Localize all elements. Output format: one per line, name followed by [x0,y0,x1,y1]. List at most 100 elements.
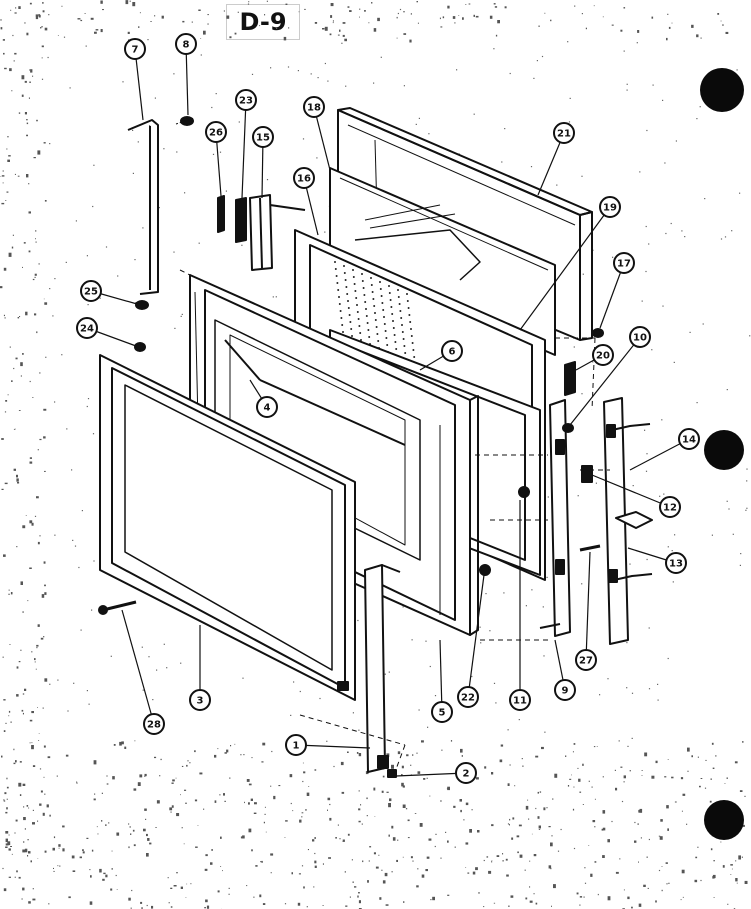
speckle [410,856,413,859]
speckle [339,29,341,32]
speckle [240,754,242,756]
speckle [595,482,597,484]
perforation-dot [392,320,394,322]
speckle [0,27,3,30]
speckle [463,819,465,821]
speckle [359,8,361,10]
callout-label: 2 [463,769,470,780]
speckle [467,872,470,874]
speckle [88,703,90,705]
speckle [627,896,630,900]
speckle [634,821,636,824]
speckle [340,761,344,766]
perforation-dot [353,283,356,285]
speckle [686,823,688,825]
callout-bubble [629,326,651,348]
speckle [486,856,489,858]
speckle [720,841,722,843]
perforation-dot [401,331,404,333]
speckle [347,6,350,8]
speckle [174,327,176,329]
speckle [54,534,56,536]
leader-line-12 [591,474,671,508]
speckle [726,500,728,502]
speckle [224,752,227,754]
speckle [44,302,48,305]
speckle [5,400,8,402]
speckle [657,683,659,685]
speckle [641,770,643,771]
speckle [39,768,42,770]
leader-lines [86,43,690,777]
binder-hole [704,430,744,470]
callout-4: 4 [256,396,278,418]
callout-label: 14 [682,435,696,446]
speckle [550,842,553,847]
speckle [347,751,349,753]
speckle [524,869,526,871]
speckle [41,594,45,598]
speckle [328,857,331,859]
callout-bubble [80,280,102,302]
speckle [3,554,6,557]
speckle [225,190,227,192]
speckle [556,184,558,186]
speckle [657,699,659,701]
speckle [24,80,27,83]
speckle [86,837,89,839]
speckle [92,205,94,208]
speckle [720,20,722,22]
speckle [31,522,34,526]
speckle [34,658,36,661]
perforation-dot [358,325,361,327]
speckle [173,885,177,887]
speckle [198,9,201,11]
speckle [615,871,619,874]
speckle [681,810,683,812]
speckle [445,831,447,833]
speckle [407,837,410,839]
speckle [639,171,641,173]
speckle [23,806,25,808]
speckle [681,869,685,874]
speckle [117,275,119,277]
speckle [154,97,156,99]
speckle [86,690,88,692]
speckle [722,24,724,26]
speckle [147,838,150,841]
speckle [543,655,545,657]
speckle [417,22,419,24]
callout-bubble [665,552,687,574]
speckle [662,305,664,307]
leader-line-22 [467,574,485,698]
speckle [493,3,496,5]
speckle [97,833,99,835]
speckle [5,838,8,843]
speckle [735,878,738,882]
perforation-dot [365,308,367,310]
speckle [14,12,17,14]
speckle [87,304,89,306]
perforation-dot [399,310,402,312]
speckle [399,8,402,11]
speckle [13,367,15,370]
speckle [544,731,546,733]
speckle [742,824,745,827]
leader-line-10 [569,336,641,426]
page-title: D-9 [226,4,300,40]
speckle [112,776,115,780]
speckle [322,28,325,30]
speckle [217,748,219,750]
speckle [142,689,144,691]
perforation-dot [408,314,411,316]
speckle [198,242,200,244]
speckle [738,855,741,860]
speckle [139,774,143,778]
speckle [140,901,143,904]
speckle [711,534,713,536]
speckle [361,823,363,825]
speckle [715,755,717,757]
speckle [92,433,95,435]
speckle [439,17,441,20]
speckle [163,643,165,645]
